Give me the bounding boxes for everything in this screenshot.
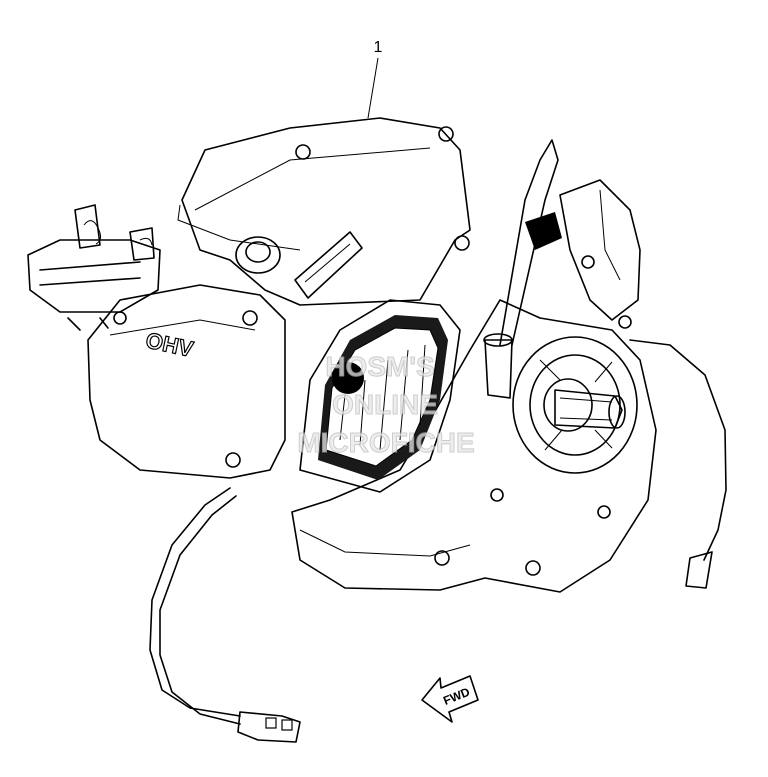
dipstick-wire [499, 139, 559, 346]
watermark-line2: ONLINE [332, 389, 438, 420]
spark-plug [235, 236, 281, 274]
callout-leader-line [367, 57, 379, 119]
label-plate-line [304, 243, 351, 283]
left-wire-a [149, 487, 241, 717]
cylinder-port [332, 362, 364, 394]
left-wire-b [159, 495, 241, 725]
crankshaft [554, 389, 626, 429]
label-plate [294, 231, 363, 299]
watermark-line1: HOSM'S [325, 351, 434, 382]
pto-housing [512, 336, 638, 474]
bolts [113, 126, 632, 576]
ohv-label: OHV [144, 327, 196, 361]
fuel-line [177, 204, 301, 251]
bracket-detail [599, 189, 621, 281]
callout-number: 1 [374, 39, 383, 56]
left-connector [237, 711, 301, 743]
throttle-linkage [27, 204, 161, 331]
right-wire [629, 339, 727, 561]
valve-cover-edge [109, 319, 256, 336]
cooling-window [299, 299, 461, 493]
head-ridge [194, 147, 431, 211]
watermark: HOSM'S ONLINE MICROFICHE [297, 351, 475, 459]
base-flange-line [299, 529, 471, 557]
watermark-line3: MICROFICHE [297, 427, 474, 458]
cylinder-head [181, 117, 471, 306]
fwd-arrow: FWD [421, 675, 479, 723]
right-bracket [559, 179, 641, 321]
fin-lines [339, 344, 426, 451]
right-connector [685, 551, 713, 589]
dipstick-cap [483, 333, 513, 347]
dipstick-tube [484, 339, 513, 399]
oil-fill-cap [525, 212, 562, 250]
valve-cover [87, 284, 286, 479]
